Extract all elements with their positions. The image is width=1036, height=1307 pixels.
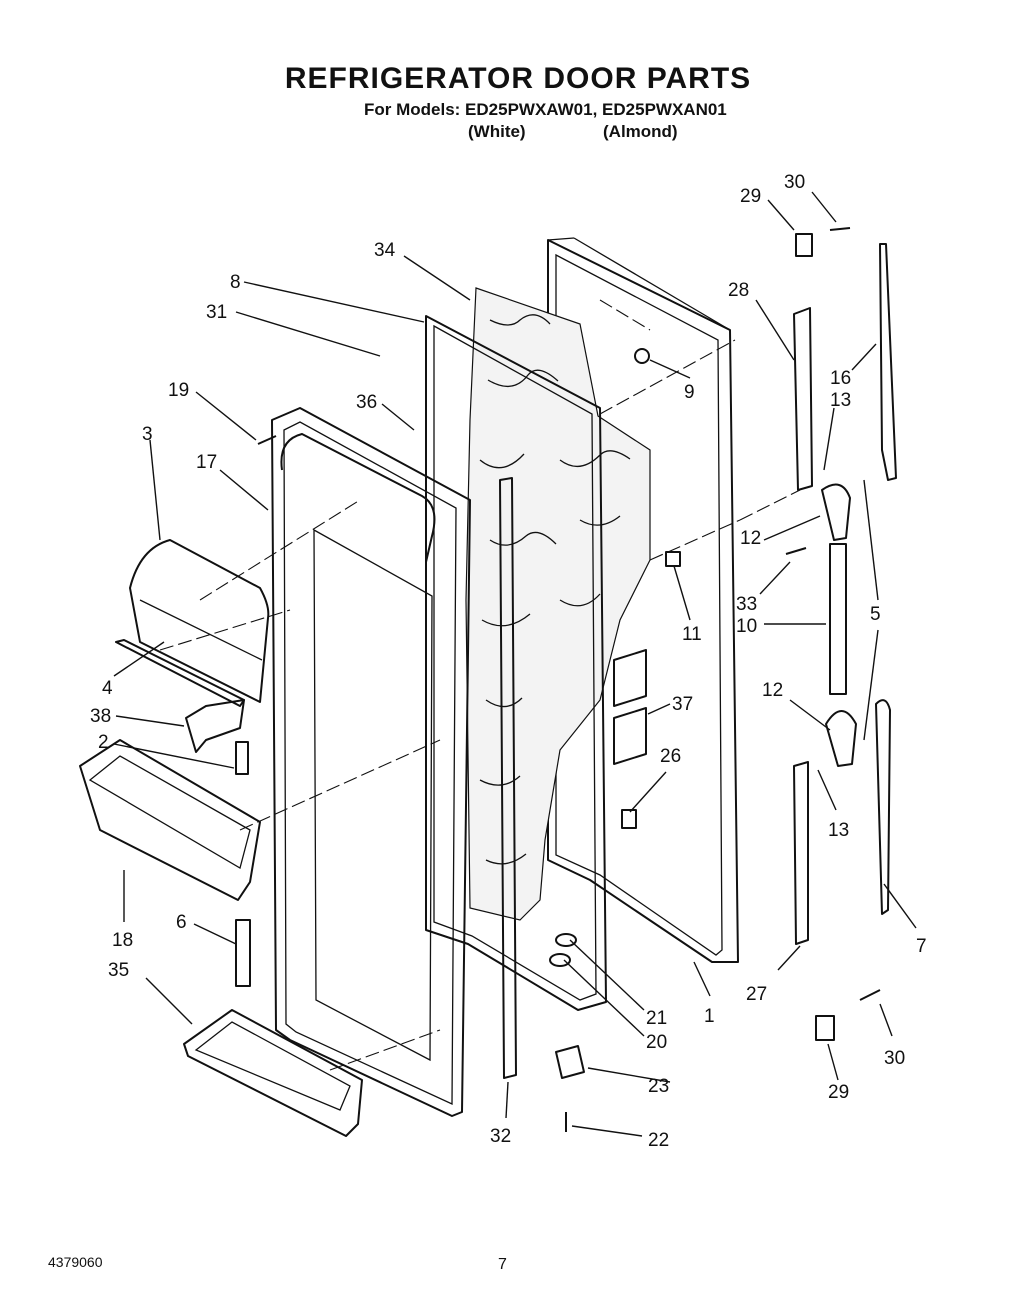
models-line: For Models: ED25PWXAW01, ED25PWXAN01 [364,100,727,119]
lower-bin [183,1009,363,1137]
callout-2: 2 [98,732,109,753]
callout-4: 4 [102,678,113,699]
callout-26: 26 [660,746,681,767]
callout-13-lower: 13 [828,820,849,841]
callout-30-top: 30 [784,172,805,193]
callout-1: 1 [704,1006,715,1027]
alignment-lines [159,299,801,1071]
page-title: REFRIGERATOR DOOR PARTS [284,62,752,95]
callout-35: 35 [108,960,129,981]
callout-38: 38 [90,706,111,727]
shelf-trim [115,639,245,707]
callout-3: 3 [142,424,153,445]
callout-12-lower: 12 [762,680,783,701]
callout-6: 6 [176,912,187,933]
door-bin [79,739,261,901]
inner-door-liner [271,407,471,1117]
callout-34: 34 [374,240,396,261]
retainer-clip [185,699,245,753]
callout-27: 27 [746,984,767,1005]
callout-18: 18 [112,930,133,951]
callout-28: 28 [728,280,749,301]
callout-13-upper: 13 [830,390,851,411]
callout-8: 8 [230,272,241,293]
callout-10: 10 [736,616,757,637]
callout-29-bottom: 29 [828,1082,849,1103]
callout-33: 33 [736,594,757,615]
callout-11: 11 [682,624,702,645]
bracket-lower [235,919,251,987]
callout-37: 37 [672,694,693,715]
callout-29-top: 29 [740,186,761,207]
leader-lines [113,191,917,1137]
bracket-left [235,741,249,775]
stiffener-strip [499,477,517,1079]
callout-31: 31 [206,302,227,323]
callout-7: 7 [916,936,927,957]
callout-20: 20 [646,1032,667,1053]
document-number: 4379060 [48,1254,103,1270]
variant-white-label: (White) [468,122,526,141]
bin-cover [129,539,270,703]
callout-16: 16 [830,368,851,389]
page-number: 7 [498,1256,507,1273]
outer-door-panel [547,237,739,963]
callout-30-bottom: 30 [884,1048,905,1069]
callout-17: 17 [196,452,217,473]
callout-5: 5 [870,604,881,625]
callout-labels: 30 29 34 8 31 28 9 16 19 36 13 3 17 12 3… [90,172,927,1151]
callout-19: 19 [168,380,189,401]
variant-almond-label: (Almond) [603,122,678,141]
callout-12-upper: 12 [740,528,761,549]
door-gasket [425,315,607,1011]
callout-36: 36 [356,392,377,413]
foam-insulation [465,287,651,921]
callout-32: 32 [490,1126,511,1147]
callout-9: 9 [684,382,695,403]
callout-23: 23 [648,1076,669,1097]
hinge-parts [257,227,897,1132]
callout-21: 21 [646,1008,667,1029]
callout-22: 22 [648,1130,669,1151]
